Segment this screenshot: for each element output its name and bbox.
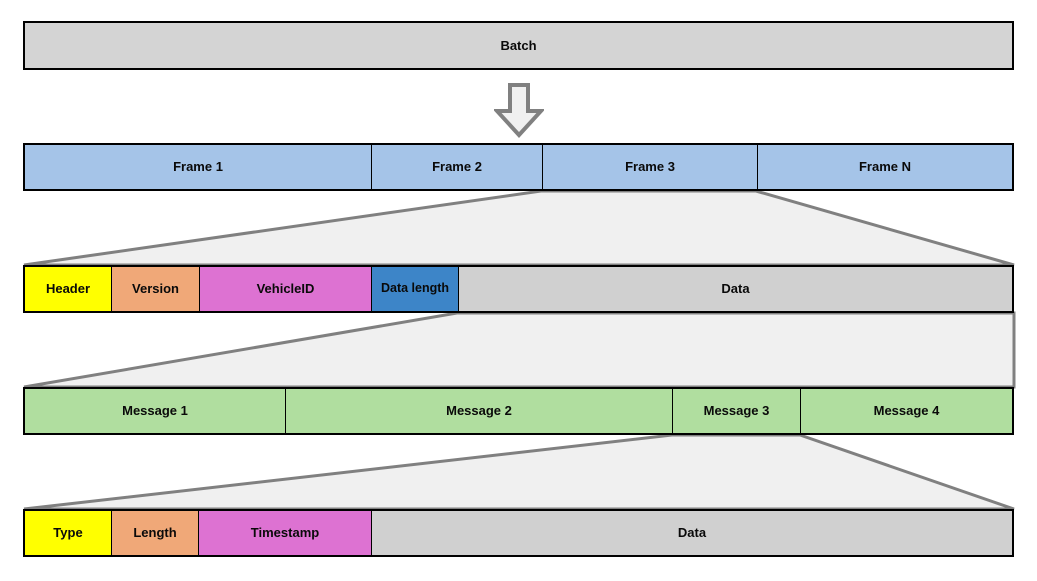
frame-row: Frame 1 Frame 2 Frame 3 Frame N xyxy=(23,143,1014,191)
message-cell-4[interactable]: Message 4 xyxy=(801,389,1012,433)
field-type[interactable]: Type xyxy=(25,511,112,555)
batch-bar: Batch xyxy=(23,21,1014,70)
connector-frame3-to-frame-detail xyxy=(23,189,1015,267)
frame-detail-row: Header Version VehicleID Data length Dat… xyxy=(23,265,1014,313)
message-cell-2[interactable]: Message 2 xyxy=(286,389,673,433)
connector-data-to-messages xyxy=(23,311,1016,389)
connector-message3-to-message-detail xyxy=(23,433,1015,511)
down-arrow-icon xyxy=(494,83,544,138)
field-data-length[interactable]: Data length xyxy=(372,267,459,311)
message-cell-1[interactable]: Message 1 xyxy=(25,389,286,433)
field-version[interactable]: Version xyxy=(112,267,200,311)
frame-cell-1[interactable]: Frame 1 xyxy=(25,145,372,189)
message-row: Message 1 Message 2 Message 3 Message 4 xyxy=(23,387,1014,435)
field-timestamp[interactable]: Timestamp xyxy=(199,511,372,555)
field-header[interactable]: Header xyxy=(25,267,112,311)
field-vehicleid[interactable]: VehicleID xyxy=(200,267,372,311)
frame-cell-2[interactable]: Frame 2 xyxy=(372,145,543,189)
message-cell-3[interactable]: Message 3 xyxy=(673,389,801,433)
batch-cell: Batch xyxy=(25,23,1012,68)
field-message-data[interactable]: Data xyxy=(372,511,1012,555)
field-length[interactable]: Length xyxy=(112,511,199,555)
frame-cell-3[interactable]: Frame 3 xyxy=(543,145,758,189)
field-data[interactable]: Data xyxy=(459,267,1012,311)
message-detail-row: Type Length Timestamp Data xyxy=(23,509,1014,557)
frame-cell-n[interactable]: Frame N xyxy=(758,145,1012,189)
